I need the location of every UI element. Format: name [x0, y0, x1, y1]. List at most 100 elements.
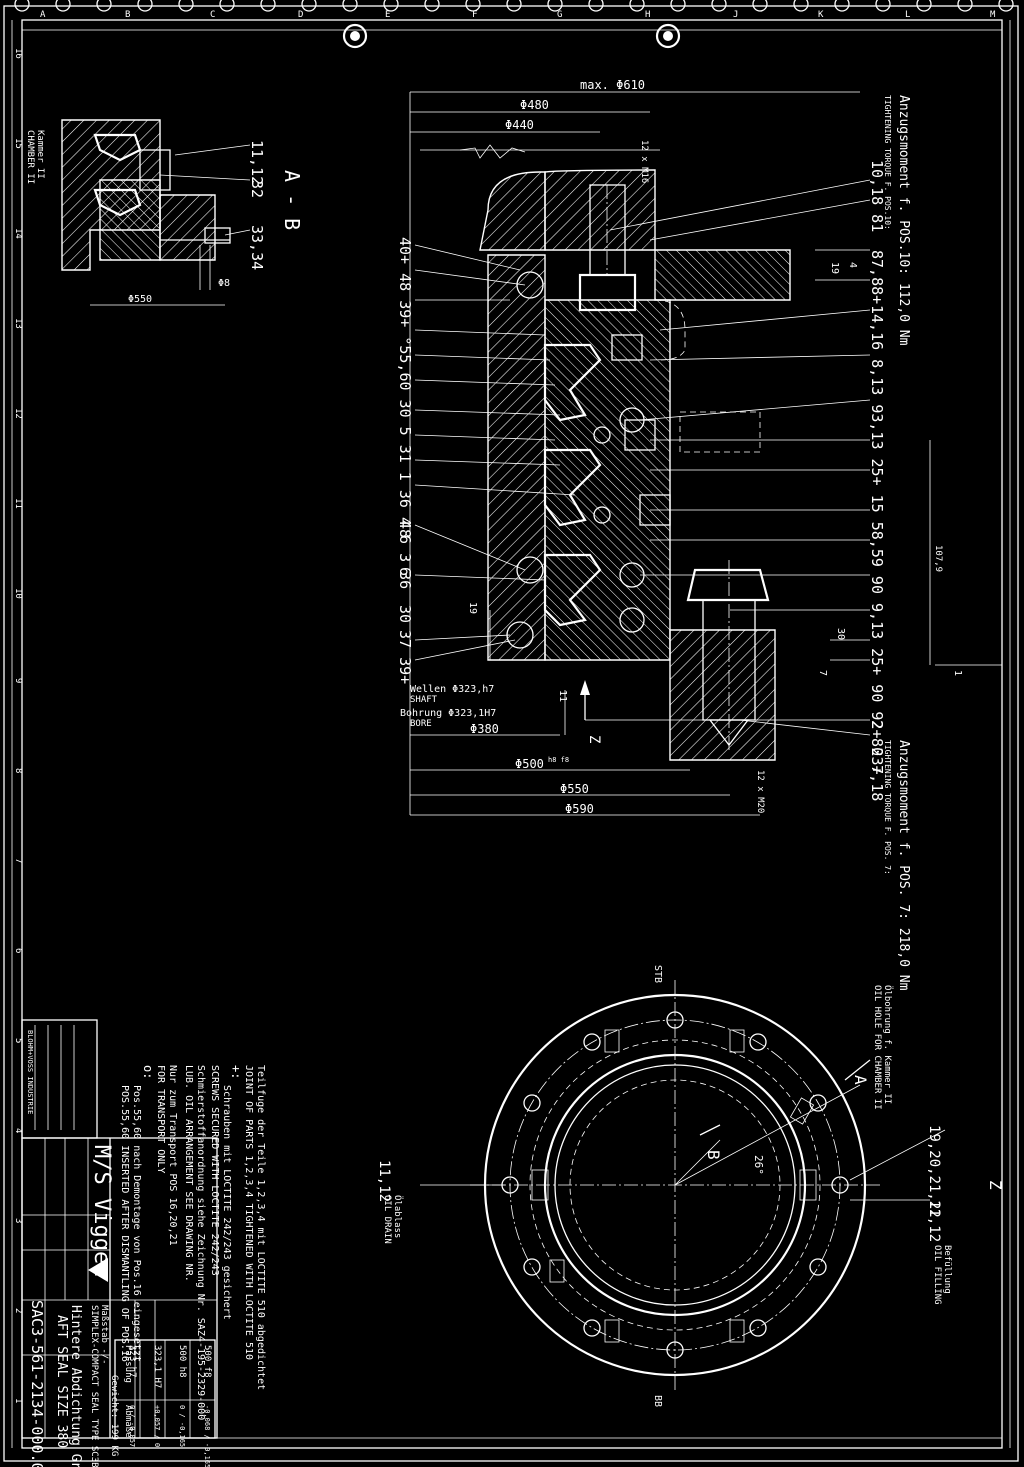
dim-7: 7: [817, 670, 828, 676]
callout-19-22: 19,20,21,22: [926, 1125, 942, 1218]
grid-number: 1: [13, 1398, 23, 1403]
torque-top-en: TIGHTENING TORQUE F. POS.10:: [883, 95, 892, 230]
fit-1-tol: -0,068 / -0,165: [203, 1405, 211, 1467]
frame-grid-labels: A B C D E F G H J K L M 16 15 14 13 12 1…: [13, 10, 996, 1403]
dim-1: 1: [952, 670, 963, 676]
dim-19a: 19: [829, 262, 840, 274]
grid-letter: E: [385, 10, 390, 20]
oil-hole-label-en: OIL HOLE FOR CHAMBER II: [872, 985, 882, 1110]
lip-seals: [543, 343, 602, 627]
oil-filling-label: Befüllung: [942, 1245, 952, 1294]
notes-block: Teilfuge der Teile 1,2,3,4 mit LOCTITE 5…: [119, 1065, 266, 1420]
grid-number: 9: [13, 678, 23, 683]
oil-drain-label: Ölablass: [392, 1195, 403, 1238]
note-plus: +:: [229, 1065, 243, 1079]
ship-name: M/S Viggen: [89, 1145, 114, 1277]
callout-right-1: 10,18 81: [868, 160, 886, 232]
torque-bottom: Anzugsmoment f. POS. 7: 218,0 Nm: [896, 740, 911, 991]
detail-d8: Φ8: [218, 278, 230, 289]
note-2: Schrauben mit LOCTITE 242/243 gesichert: [221, 1085, 232, 1320]
drawing-number: SAC3-561-2134-000.0: [28, 1300, 46, 1467]
bolt-bottom-spec: 12 x M20: [755, 770, 765, 813]
note-1: Teilfuge der Teile 1,2,3,4 mit LOCTITE 5…: [255, 1065, 266, 1390]
grid-number: 5: [13, 1038, 23, 1043]
grid-number: 7: [13, 858, 23, 863]
title-de: Hintere Abdichtung Gr. 380: [68, 1305, 83, 1467]
fit-header-abmasse: Abmaße: [123, 1405, 133, 1438]
ring-liner: [669, 629, 776, 761]
view-z-labels: Z STB BB 26° A B Ölbohrung f. Kammer II …: [376, 965, 1005, 1407]
note-5-en: POS.55,60 INSERTED AFTER DISMANTLING OF …: [119, 1085, 130, 1362]
title-en: AFT SEAL SIZE 380: [54, 1315, 69, 1448]
company-name: BLOHM+VOSS INDUSTRIE: [26, 1030, 34, 1114]
grid-number: 15: [13, 138, 23, 149]
note-2-en: SCREWS SECURED WITH LOCTITE 242/243: [209, 1065, 220, 1276]
main-section-view: [409, 91, 1002, 816]
callout-right-3: 14,16 8,13 93,13 25+ 15 58,59 90 9,13 25…: [868, 305, 886, 775]
top-bolt: [578, 184, 643, 361]
grid-letter: A: [40, 10, 46, 20]
weight: Gewicht: 199 KG: [109, 1375, 119, 1456]
grid-number: 3: [13, 1218, 23, 1223]
dim-d550: Φ550: [560, 782, 589, 796]
fit-2-tol: 0 / -0,165: [178, 1405, 186, 1447]
seal-type: SIMPLEX-COMPACT SEAL TYPE SC3BE: [89, 1305, 99, 1467]
angle-label: 26°: [752, 1155, 765, 1175]
grid-number: 12: [13, 408, 23, 419]
note-3: Schmierstoffanordnung siehe Zeichnung Nr…: [195, 1065, 206, 1420]
callout-right-4: 2 80 7,18: [868, 720, 886, 801]
shaft-label: Wellen Φ323,h7: [410, 684, 494, 695]
torque-bottom-en: TIGHTENING TORQUE F. POS. 7:: [883, 740, 892, 875]
detail-callout-3: 33,34: [248, 225, 266, 270]
dim-d500: Φ500: [515, 757, 544, 771]
note-4: Nur zum Transport POS 16,20,21: [167, 1065, 178, 1246]
main-section-labels: max. Φ610 Φ480 Φ440 Φ380 Φ500 h8 f8 Φ550…: [396, 78, 963, 991]
dim-19b: 19: [467, 602, 478, 614]
dim-30: 30: [835, 628, 846, 640]
title-block: [21, 1019, 218, 1439]
grid-number: 10: [13, 588, 23, 599]
fit-1-size: 500 f8: [202, 1345, 212, 1378]
view-z-flange: [420, 980, 946, 1390]
bolt-holes: [501, 1011, 849, 1359]
housing-flange: [544, 169, 656, 251]
fit-2-size: 500 h8: [177, 1345, 187, 1378]
detail-ab-labels: A - B 11,12 32 33,34 Kammer II CHAMBER I…: [25, 130, 304, 305]
fit-header-passung: Passung: [123, 1345, 133, 1383]
dimension-lines: [409, 91, 1002, 816]
dim-d590: Φ590: [565, 802, 594, 816]
grid-number: 2: [13, 1308, 23, 1313]
detail-callout-1: 11,12: [248, 140, 266, 185]
view-z-title: Z: [986, 1180, 1005, 1190]
grid-letter: B: [125, 10, 130, 20]
shaft-label-en: SHAFT: [410, 695, 438, 705]
detail-title: A - B: [280, 170, 304, 230]
dim-4: 4: [847, 262, 858, 268]
grid-letter: J: [733, 10, 738, 20]
title-block-text: M/S Viggen Maßstab -/- SIMPLEX-COMPACT S…: [26, 1030, 212, 1467]
view-arrow-z: Z: [586, 735, 602, 743]
grid-number: 13: [13, 318, 23, 329]
callout-left-3: 6: [396, 567, 414, 576]
dim-1079: 107,9: [933, 545, 943, 572]
fit-3-size: 323,1 H7: [152, 1345, 162, 1388]
dim-d380: Φ380: [470, 722, 499, 736]
detail-ab-view: [61, 119, 251, 306]
seal-housing-inner: [544, 299, 671, 661]
inner-screws: [531, 1029, 817, 1343]
punch-holes: [14, 0, 1014, 49]
detail-callout-2: 32: [248, 180, 266, 198]
bore-label: Bohrung Φ323,1H7: [400, 708, 496, 719]
grid-letter: M: [990, 10, 996, 20]
bb-label: BB: [652, 1395, 663, 1407]
grid-letter: H: [645, 10, 650, 20]
callout-left-5: 37 39+: [396, 630, 414, 684]
grid-letter: L: [905, 10, 910, 20]
note-4-en: FOR TRANSPORT ONLY: [155, 1065, 166, 1173]
oil-hole-label: Ölbohrung f. Kammer II: [882, 985, 893, 1104]
grid-number: 16: [13, 48, 23, 59]
bolt-region-top: [654, 249, 791, 301]
torque-top: Anzugsmoment f. POS.10: 112,0 Nm: [896, 95, 911, 346]
fit-4-size: 323 h7: [127, 1345, 137, 1378]
